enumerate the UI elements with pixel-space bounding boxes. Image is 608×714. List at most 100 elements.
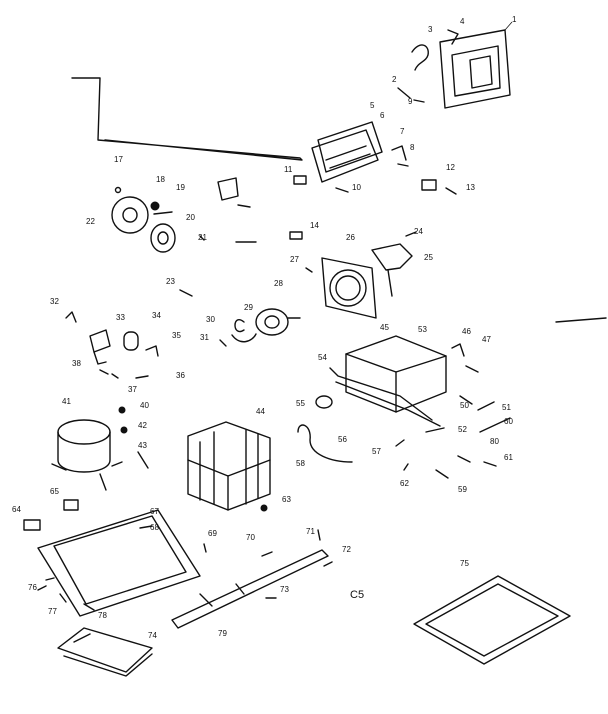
part-screws-top [397, 87, 425, 103]
part-grille-frame [413, 575, 571, 665]
part-condenser-motor [219, 308, 301, 347]
part-rear-panel [439, 21, 513, 109]
part-slide-rail [171, 529, 333, 629]
callout-41: 41 [62, 397, 71, 406]
callout-28: 28 [274, 279, 283, 288]
callout-33: 33 [116, 313, 125, 322]
part-mounts-left [37, 577, 95, 611]
callout-59: 59 [458, 485, 467, 494]
page-label: C5 [350, 589, 364, 601]
part-wire-frame [187, 421, 271, 512]
callout-53: 53 [418, 325, 427, 334]
part-fan-motor [111, 186, 173, 234]
callout-45: 45 [380, 323, 389, 332]
part-right-dash [555, 317, 607, 323]
callout-19: 19 [176, 183, 185, 192]
callout-20: 20 [186, 213, 195, 222]
callout-50: 50 [460, 401, 469, 410]
part-damper-25 [371, 231, 417, 297]
callout-5: 5 [370, 101, 375, 110]
callout-38: 38 [72, 359, 81, 368]
callout-60: 60 [504, 417, 513, 426]
part-compressor [51, 419, 123, 491]
callout-23: 23 [166, 277, 175, 286]
part-cord-clip [411, 29, 459, 71]
callout-37: 37 [128, 385, 137, 394]
callout-57: 57 [372, 447, 381, 456]
callout-56: 56 [338, 435, 347, 444]
callout-21: 21 [198, 233, 207, 242]
part-clip-14 [289, 231, 303, 240]
part-screw-23 [179, 289, 193, 297]
callout-70: 70 [246, 533, 255, 542]
callout-35: 35 [172, 331, 181, 340]
callout-74: 74 [148, 631, 157, 640]
callout-71: 71 [306, 527, 315, 536]
callout-6: 6 [380, 111, 385, 120]
callout-1: 1 [512, 15, 517, 24]
callout-75: 75 [460, 559, 469, 568]
callout-68: 68 [150, 523, 159, 532]
part-top-trim [71, 77, 303, 161]
callout-69: 69 [208, 529, 217, 538]
callout-55: 55 [296, 399, 305, 408]
callout-18: 18 [156, 175, 165, 184]
callout-47: 47 [482, 335, 491, 344]
callout-40: 40 [140, 401, 149, 410]
callout-43: 43 [138, 441, 147, 450]
callout-24: 24 [414, 227, 423, 236]
part-drip-tray [57, 627, 153, 677]
callout-58: 58 [296, 459, 305, 468]
callout-51: 51 [502, 403, 511, 412]
part-control-housing [311, 121, 383, 183]
callout-52: 52 [458, 425, 467, 434]
callout-63: 63 [282, 495, 291, 504]
callout-13: 13 [466, 183, 475, 192]
part-bracket-18 [199, 177, 257, 243]
callout-34: 34 [152, 311, 161, 320]
callout-44: 44 [256, 407, 265, 416]
callout-7: 7 [400, 127, 405, 136]
part-fittings-40-43 [118, 406, 149, 469]
callout-17: 17 [114, 155, 123, 164]
callout-80: 80 [490, 437, 499, 446]
part-base-pan [23, 499, 201, 617]
callout-30: 30 [206, 315, 215, 324]
callout-26: 26 [346, 233, 355, 242]
callout-72: 72 [342, 545, 351, 554]
callout-73: 73 [280, 585, 289, 594]
callout-3: 3 [428, 25, 433, 34]
callout-22: 22 [86, 217, 95, 226]
part-filter-55 [315, 395, 333, 409]
callout-2: 2 [392, 75, 397, 84]
callout-36: 36 [176, 371, 185, 380]
callout-25: 25 [424, 253, 433, 262]
callout-64: 64 [12, 505, 21, 514]
callout-46: 46 [462, 327, 471, 336]
part-fan-shroud [305, 257, 377, 319]
callout-54: 54 [318, 353, 327, 362]
callout-9: 9 [408, 97, 413, 106]
callout-62: 62 [400, 479, 409, 488]
callout-61: 61 [504, 453, 513, 462]
callout-11: 11 [284, 165, 293, 174]
part-fan-blade [150, 223, 176, 253]
callout-27: 27 [290, 255, 299, 264]
callout-42: 42 [138, 421, 147, 430]
callout-10: 10 [352, 183, 361, 192]
callout-12: 12 [446, 163, 455, 172]
part-right-small [395, 343, 511, 479]
callout-65: 65 [50, 487, 59, 496]
part-bracket-right [391, 145, 457, 195]
part-condenser-box [329, 335, 447, 427]
part-switch-small [293, 175, 349, 193]
callout-78: 78 [98, 611, 107, 620]
part-relay-group [65, 311, 159, 379]
callout-67: 67 [150, 507, 159, 516]
callout-labels: 1 2 3 4 5 6 7 8 9 10 11 12 13 14 17 18 1… [12, 15, 517, 640]
callout-77: 77 [48, 607, 57, 616]
callout-4: 4 [460, 17, 465, 26]
callout-29: 29 [244, 303, 253, 312]
part-drain-tube [297, 424, 353, 463]
